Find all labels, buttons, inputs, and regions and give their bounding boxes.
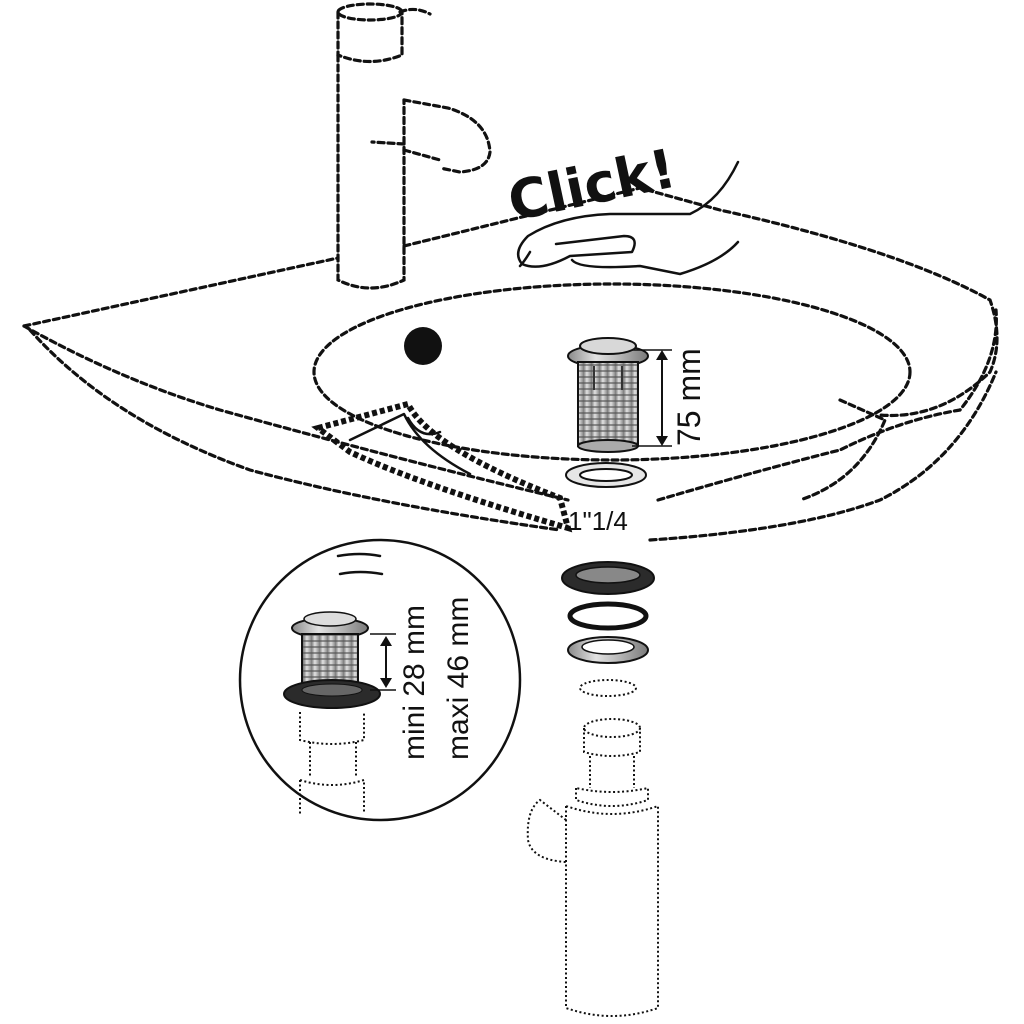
sink-basin-outline bbox=[22, 186, 999, 542]
hand-press-icon bbox=[516, 160, 740, 276]
tap-hole bbox=[404, 327, 442, 365]
pop-up-drain-icon bbox=[567, 337, 649, 453]
top-gasket bbox=[565, 462, 647, 488]
faucet-outline bbox=[336, 2, 492, 290]
washer-stack bbox=[561, 561, 655, 697]
mini-label: mini 28 mm bbox=[398, 605, 431, 760]
detail-inset bbox=[238, 538, 522, 822]
thread-label: 1"1/4 bbox=[568, 506, 628, 536]
height-dimension bbox=[632, 349, 672, 447]
maxi-label: maxi 46 mm bbox=[442, 597, 475, 760]
height-label: 75 mm bbox=[671, 348, 707, 446]
click-label: Click! bbox=[503, 137, 682, 234]
bottle-trap-icon bbox=[526, 718, 659, 1017]
